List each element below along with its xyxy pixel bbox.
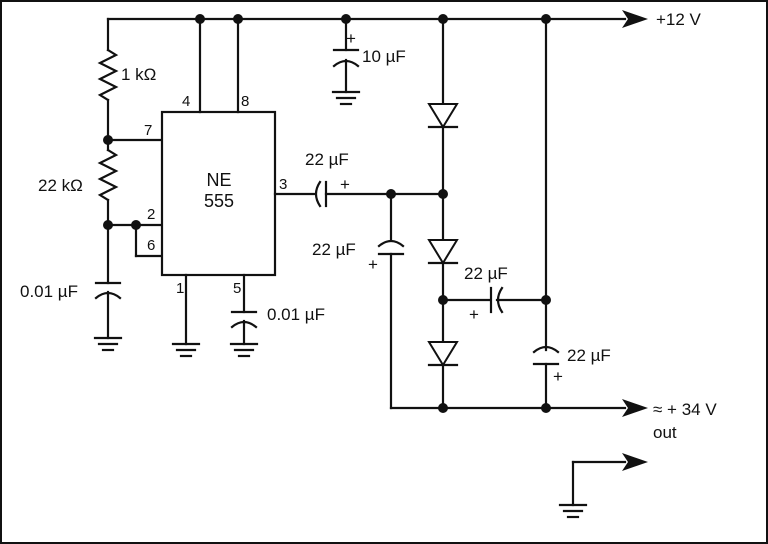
pin-5-label: 5 [233, 280, 241, 297]
output-capacitor-plus: + [553, 367, 563, 386]
pin-4-label: 4 [182, 93, 190, 110]
ground-reference-arrow-icon [622, 453, 648, 471]
pump-capacitor-1-icon [377, 239, 405, 256]
pin-1-label: 1 [176, 280, 184, 297]
resistor-1k-label: 1 kΩ [121, 65, 156, 84]
ic-part: 555 [204, 191, 234, 211]
junction-dot-icon [438, 14, 448, 24]
ground-icon [558, 503, 588, 519]
ground-icon [93, 336, 123, 352]
supply-capacitor-plus: + [346, 29, 356, 48]
resistor-1k-icon [97, 48, 119, 102]
output-capacitor-label: 22 µF [567, 346, 611, 365]
ground-reference [558, 453, 648, 519]
ground-icon [229, 342, 259, 358]
pin-7-label: 7 [144, 122, 152, 139]
output-sublabel: out [653, 423, 677, 442]
ground-icon [331, 90, 361, 106]
output-label: ≈ + 34 V [653, 400, 717, 419]
junction-dot-icon [541, 403, 551, 413]
coupling-capacitor-label: 22 µF [305, 150, 349, 169]
pump-capacitor-1-plus: + [368, 255, 378, 274]
junction-dot-icon [541, 295, 551, 305]
junction-dot-icon [541, 14, 551, 24]
diode-2-icon [427, 239, 459, 265]
timing-capacitor-label: 0.01 µF [20, 282, 78, 301]
coupling-capacitor-icon [314, 180, 328, 208]
ic-name: NE [206, 170, 231, 190]
ic-body [160, 110, 277, 277]
pump-capacitor-2-label: 22 µF [464, 264, 508, 283]
supply-label: +12 V [656, 10, 702, 29]
junction-dot-icon [233, 14, 243, 24]
junction-dot-icon [103, 220, 113, 230]
junction-dot-icon [386, 189, 396, 199]
junction-dot-icon [341, 14, 351, 24]
resistor-22k-icon [97, 148, 119, 202]
pump-capacitor-2-plus: + [469, 305, 479, 324]
pin-8-label: 8 [241, 93, 249, 110]
junction-dot-icon [438, 189, 448, 199]
output-arrow-icon [622, 399, 648, 417]
junction-dots [103, 14, 551, 413]
junction-dot-icon [195, 14, 205, 24]
resistor-22k-label: 22 kΩ [38, 176, 83, 195]
pump-capacitor-1-label: 22 µF [312, 240, 356, 259]
diode-3-icon [427, 341, 459, 367]
junction-dot-icon [438, 403, 448, 413]
pin-3-label: 3 [279, 176, 287, 193]
pin-2-label: 2 [147, 206, 155, 223]
junction-dot-icon [131, 220, 141, 230]
junction-dot-icon [438, 295, 448, 305]
supply-arrow-icon [622, 10, 648, 28]
supply-capacitor-label: 10 µF [362, 47, 406, 66]
control-capacitor-label: 0.01 µF [267, 305, 325, 324]
diode-1-icon [427, 103, 459, 129]
supply-rail [106, 10, 648, 28]
coupling-capacitor-plus: + [340, 175, 350, 194]
junction-dot-icon [103, 135, 113, 145]
ground-icon [171, 342, 201, 358]
pin-6-label: 6 [147, 237, 155, 254]
